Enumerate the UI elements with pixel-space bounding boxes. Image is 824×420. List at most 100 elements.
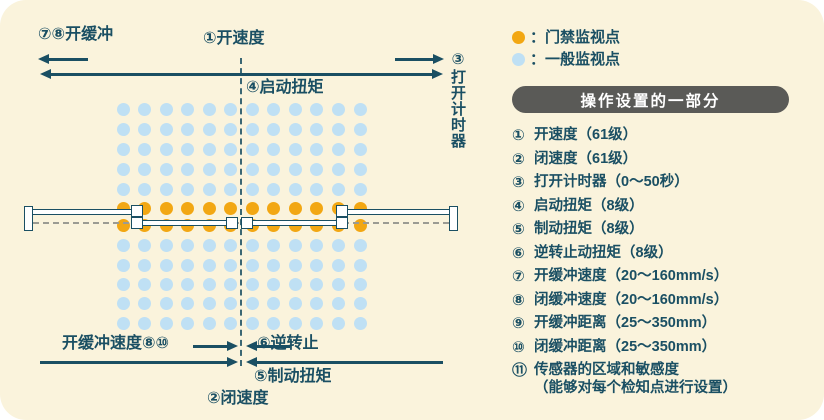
general-sensor-dot [181,122,195,136]
general-sensor-dot [159,142,173,156]
settings-item: ② 闭速度（61级） [512,151,812,169]
item-label: 启动扭矩（8级） [534,197,644,214]
general-sensor-dot [202,142,216,156]
general-sensor-dot [332,182,345,196]
general-sensor-dot [288,122,302,136]
general-sensor-dot [288,142,302,156]
settings-item: ⑤ 制动扭矩（8级） [512,221,812,239]
general-sensor-dot [138,316,152,330]
general-sensor-dot [181,162,195,176]
general-sensor-dot [332,142,345,156]
general-sensor-dot [224,182,238,196]
general-sensor-dot [245,316,259,330]
settings-item: ③ 打开计时器（0～50秒） [512,174,812,192]
general-sensor-dot [202,296,216,310]
general-sensor-dot [202,316,216,330]
general-sensor-dot [267,296,281,310]
restricted-sensor-dot [224,201,238,215]
general-sensor-dot [138,238,152,252]
general-sensor-dot [267,277,281,291]
general-sensor-dot [332,102,345,116]
general-sensor-dot [116,162,130,176]
door-hanger-lower-left [131,217,143,229]
general-sensor-dot [181,258,195,272]
general-sensor-dot [116,277,130,291]
door-stile-center-right [241,217,253,229]
brake-torque-label: ⑤制动扭矩 [254,368,332,385]
item-label: 开速度（61级） [534,127,638,143]
item-number: ④ [512,197,525,215]
item-label: 闭缓冲距离（25～350mm） [534,338,717,355]
general-sensor-dot [310,182,324,196]
item-number: ① [512,127,525,144]
item-number: ③ [512,174,525,191]
item-label-line2: （能够对每个检知点进行设置） [534,379,737,396]
open-cushion-label: ⑦⑧开缓冲 [38,26,114,43]
general-sensor-dot [332,238,345,252]
item-number: ⑩ [512,338,525,356]
item-label: 打开计时器（0～50秒） [534,174,689,190]
door-hanger-lower-right [336,217,348,229]
settings-item: ⑥ 逆转止动扭矩（8级） [512,245,812,263]
general-sensor-dot [245,102,259,116]
general-sensor-dot [267,182,281,196]
general-sensor-dot [138,122,152,136]
open-timer-label: ③打开计时器 [449,50,466,149]
general-sensor-dot [267,102,281,116]
general-sensor-dot [310,296,324,310]
general-sensor-dot [116,258,130,272]
general-sensor-dot [116,182,130,196]
general-sensor-dot [202,238,216,252]
general-sensor-dot [288,102,302,116]
general-sensor-dot [267,238,281,252]
general-sensor-dot [353,316,367,330]
general-sensor-dot [332,296,345,310]
door-right-post [449,206,458,231]
general-sensor-dot [202,258,216,272]
general-sensor-dot [159,102,173,116]
door-left-post [24,206,33,231]
general-sensor-dot [116,296,130,310]
legend-dot-general [512,53,525,66]
general-sensor-dot [138,162,152,176]
general-sensor-dot [353,162,367,176]
settings-item: ⑪ 传感器的区域和敏感度（能够对每个检知点进行设置） [512,362,812,397]
general-sensor-dot [116,102,130,116]
general-sensor-dot [138,182,152,196]
general-sensor-dot [224,162,238,176]
restricted-sensor-dot [245,201,259,215]
general-sensor-dot [138,296,152,310]
general-sensor-dot [288,296,302,310]
general-sensor-dot [181,316,195,330]
item-label: 传感器的区域和敏感度（能够对每个检知点进行设置） [534,362,737,396]
general-sensor-dot [245,238,259,252]
general-sensor-dot [267,316,281,330]
general-sensor-dot [310,142,324,156]
general-sensor-dot [116,142,130,156]
door-hanger-upper-left [131,205,143,217]
close-cushion-speed-label: 开缓冲速度⑧⑩ [62,335,170,352]
fixed-panel-right [348,209,449,215]
settings-header-pill: 操作设置的一部分 [512,86,789,113]
general-sensor-dot [353,258,367,272]
legend-label-general: ：一般监视点 [530,51,621,68]
fixed-panel-left [33,209,132,215]
item-label: 开缓冲速度（20～160mm/s） [534,268,729,284]
general-sensor-dot [202,182,216,196]
door-hanger-upper-right [336,205,348,217]
general-sensor-dot [245,142,259,156]
general-sensor-dot [267,162,281,176]
settings-item: ⑦ 开缓冲速度（20～160mm/s） [512,268,812,286]
settings-item: ④ 启动扭矩（8级） [512,198,812,216]
sliding-door-right [252,220,338,226]
general-sensor-dot [159,122,173,136]
general-sensor-dot [159,277,173,291]
settings-item: ① 开速度（61级） [512,127,812,145]
general-sensor-dot [116,316,130,330]
item-number: ⑪ [512,362,528,379]
general-sensor-dot [267,142,281,156]
general-sensor-dot [202,102,216,116]
settings-item: ⑧ 闭缓冲速度（20～160mm/s） [512,292,812,310]
reverse-stop-label: ⑥逆转止 [257,335,319,352]
general-sensor-dot [224,142,238,156]
